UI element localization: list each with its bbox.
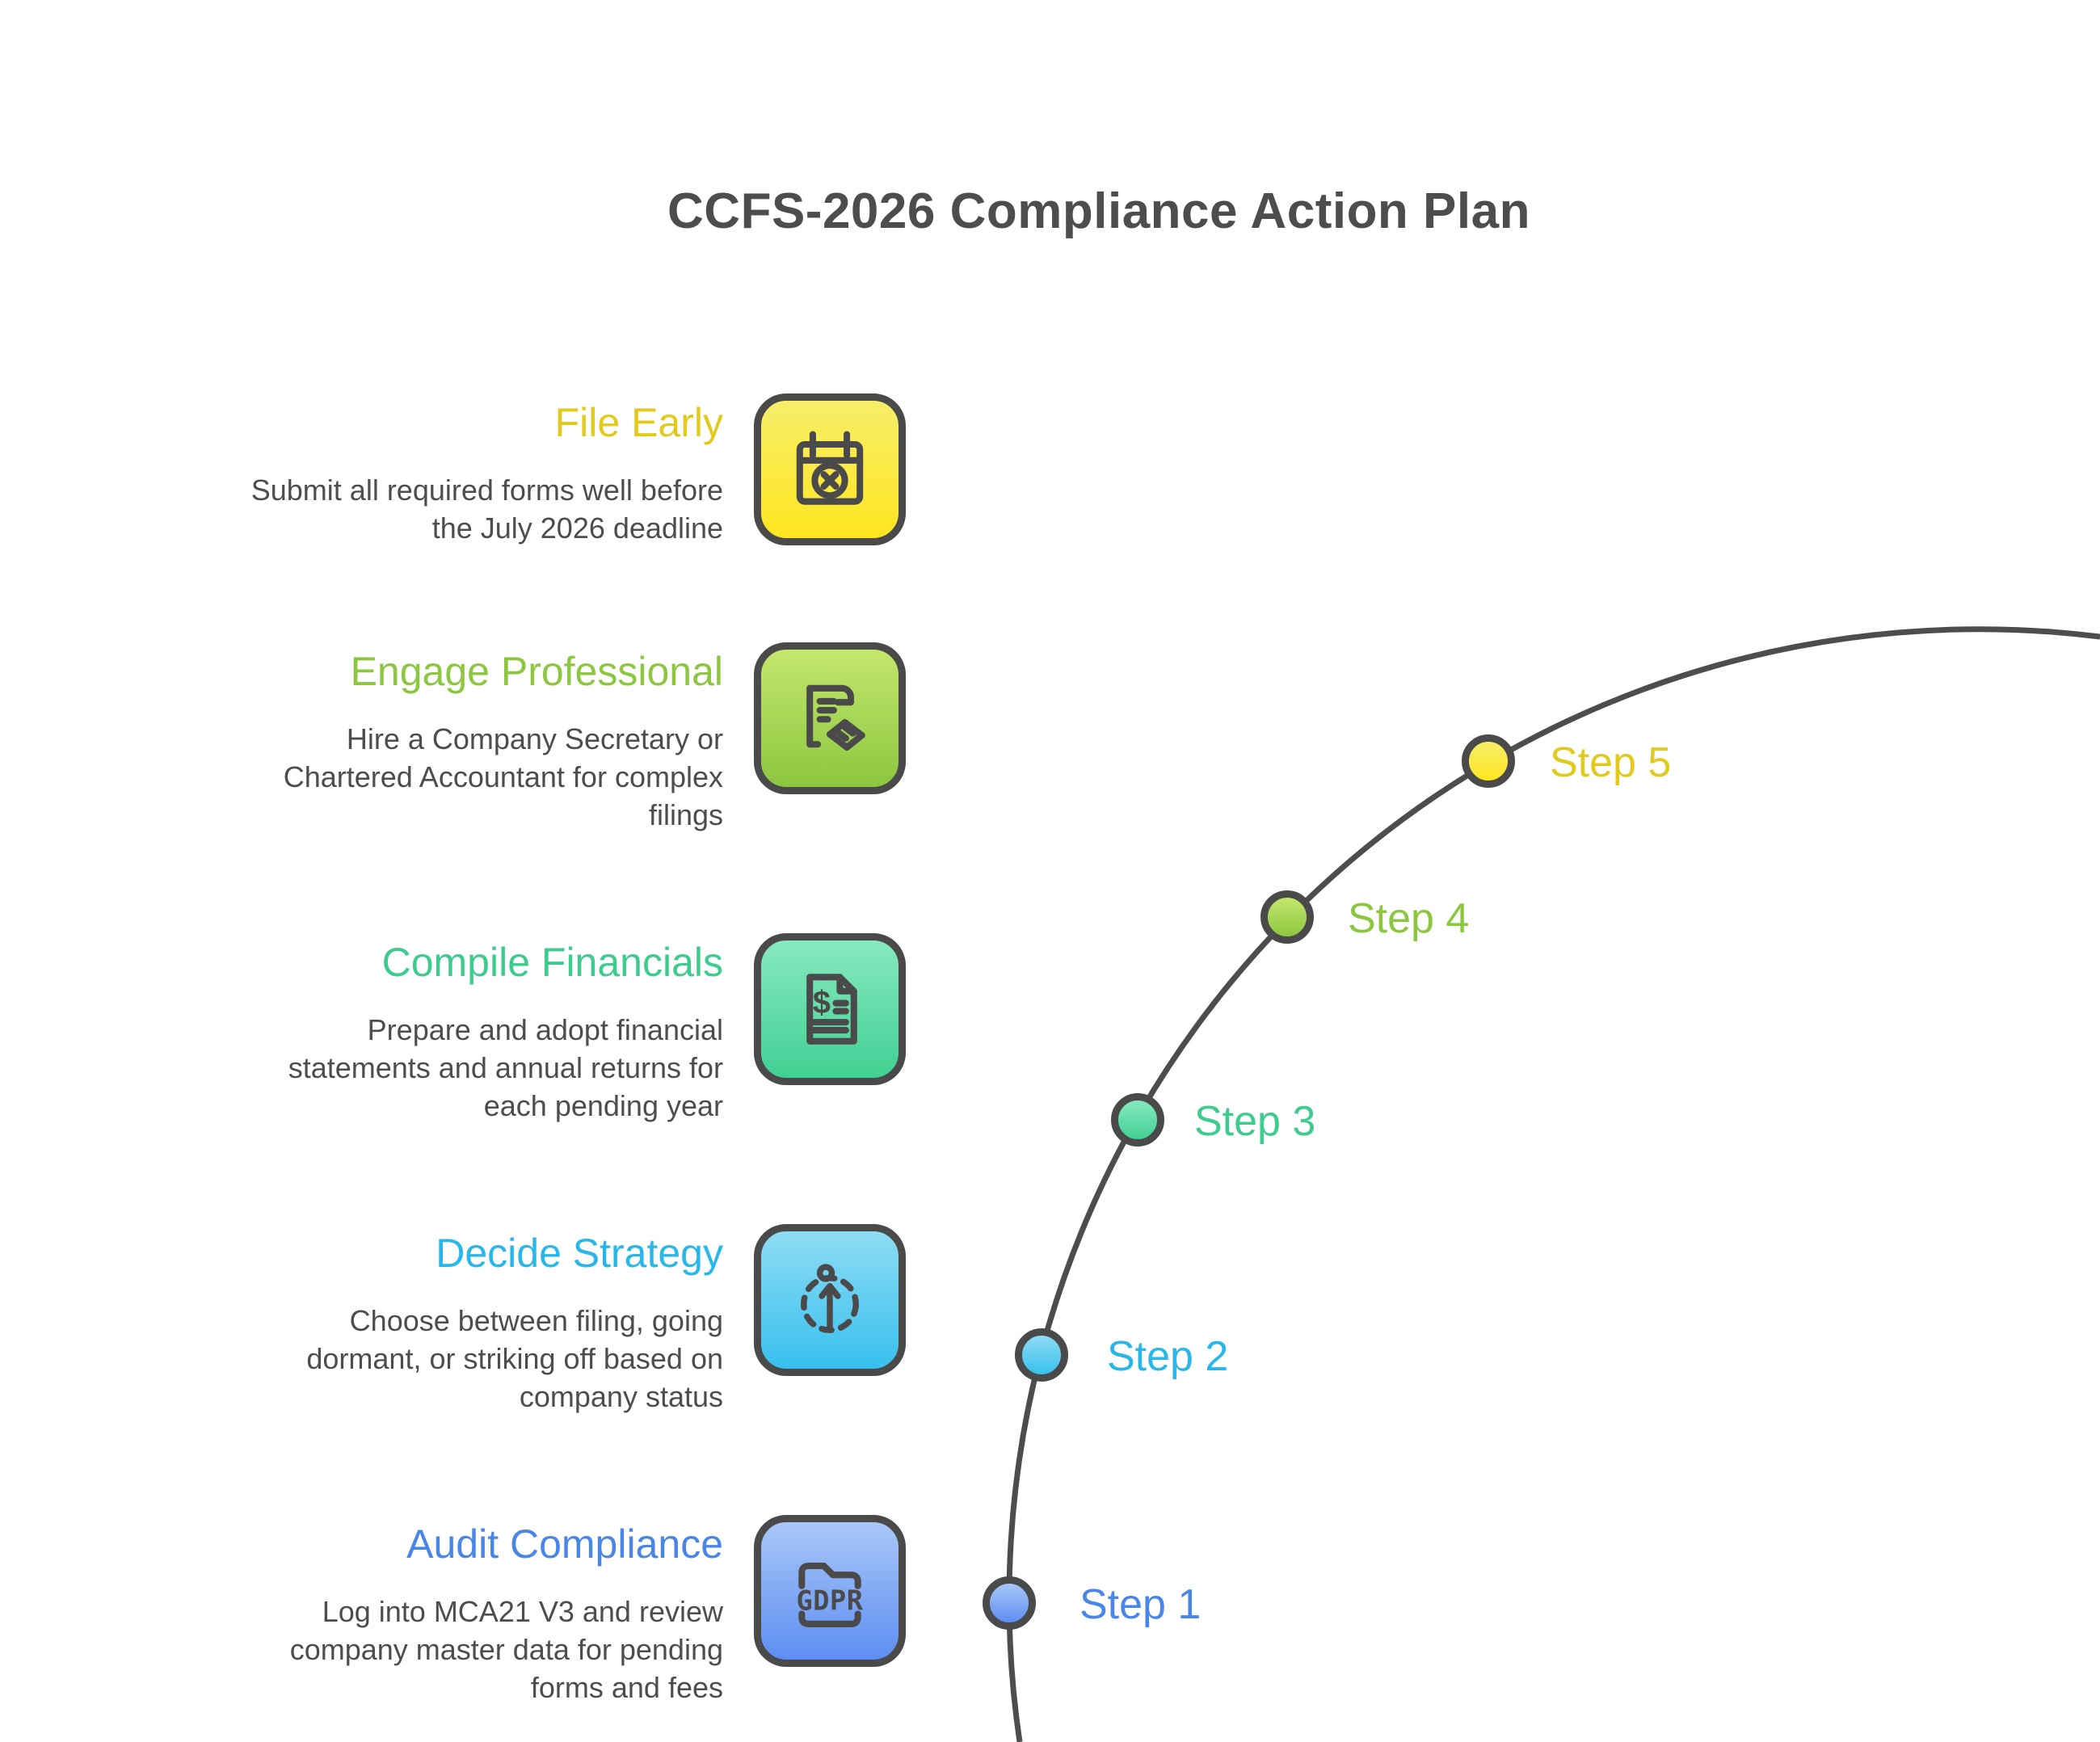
- step-label: Step 3: [1194, 1098, 1316, 1145]
- card-description: Log into MCA21 V3 and review company mas…: [289, 1595, 723, 1704]
- step-dot: [983, 1576, 1036, 1630]
- card-heading: Decide Strategy: [436, 1231, 723, 1276]
- dollar-glyph: $: [813, 985, 831, 1020]
- page-title: CCFS-2026 Compliance Action Plan: [667, 183, 1530, 239]
- scroll-handshake-icon: [806, 684, 865, 751]
- icon-box: $: [754, 933, 906, 1085]
- step-dot: [1462, 734, 1515, 788]
- step-label: Step 5: [1550, 739, 1672, 786]
- card-heading: File Early: [554, 400, 723, 445]
- icon-box: [754, 642, 906, 794]
- route-arrow-icon: [801, 1264, 859, 1333]
- card-description: Hire a Company Secretary or Chartered Ac…: [283, 722, 723, 831]
- card-description: Prepare and adopt financial statements a…: [288, 1013, 723, 1122]
- icon-box: GDPR: [754, 1515, 906, 1667]
- icon-box: [754, 393, 906, 545]
- gdpr-folder-icon: GDPR: [796, 1562, 863, 1627]
- step-dot: [1015, 1328, 1068, 1382]
- calendar-x-icon: [796, 431, 864, 505]
- card-heading: Audit Compliance: [406, 1521, 723, 1567]
- arc-line: [1006, 626, 2100, 1742]
- step-dot: [1111, 1093, 1164, 1147]
- card-heading: Engage Professional: [350, 649, 723, 694]
- card-heading: Compile Financials: [381, 940, 723, 985]
- gdpr-label: GDPR: [796, 1585, 863, 1617]
- step-dot: [1260, 890, 1314, 944]
- step-label: Step 1: [1079, 1581, 1202, 1628]
- dollar-invoice-icon: $: [806, 974, 857, 1045]
- step-label: Step 2: [1107, 1333, 1229, 1380]
- card-description: Submit all required forms well before th…: [250, 473, 723, 545]
- card-description: Choose between filing, going dormant, or…: [306, 1304, 723, 1413]
- step-label: Step 4: [1348, 895, 1470, 942]
- icon-box: [754, 1224, 906, 1376]
